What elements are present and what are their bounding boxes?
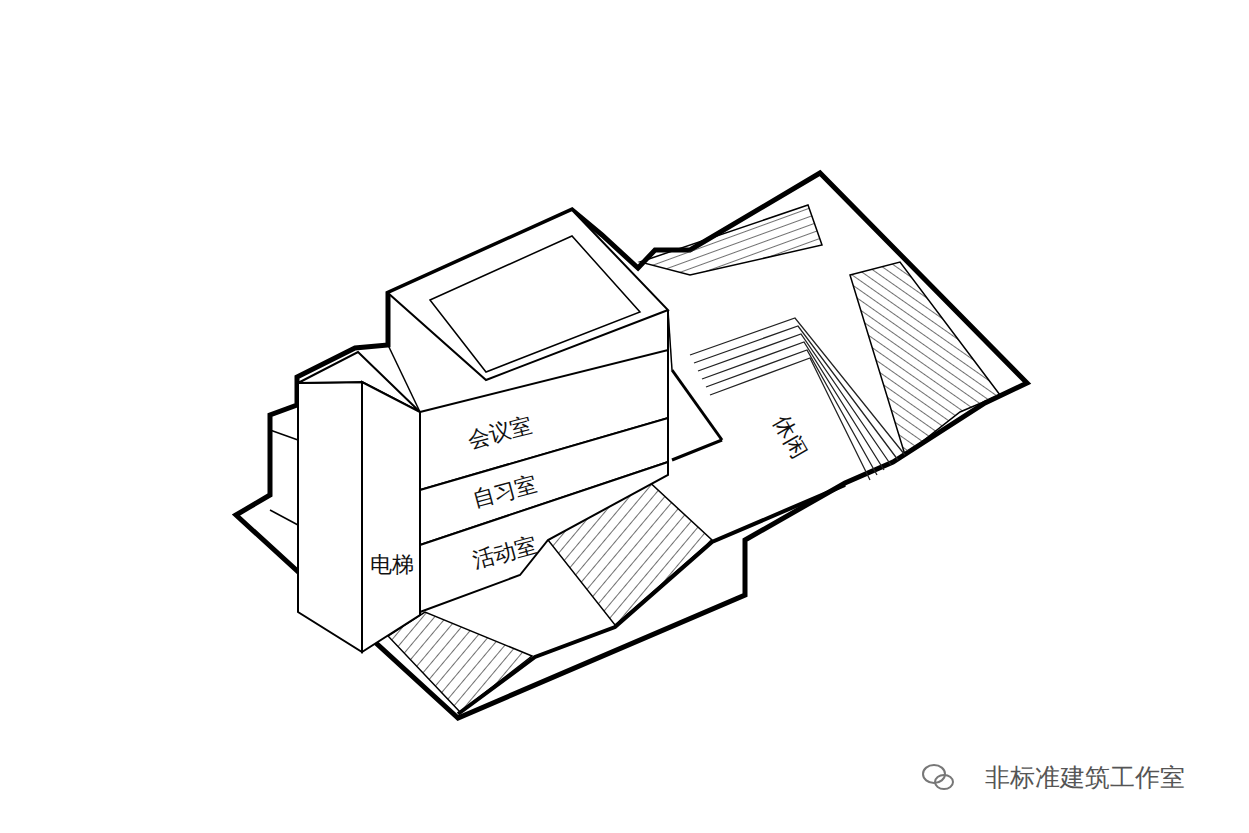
band-outline <box>362 382 420 652</box>
facade-band: 活动室 <box>420 462 668 612</box>
watermark: 非标准建筑工作室 <box>985 764 1185 792</box>
facade-band: 电梯 <box>362 382 420 652</box>
band-outline <box>420 462 668 612</box>
area-label: 休闲 <box>769 412 812 462</box>
wechat-icon <box>923 765 953 789</box>
room-label: 电梯 <box>370 553 414 577</box>
